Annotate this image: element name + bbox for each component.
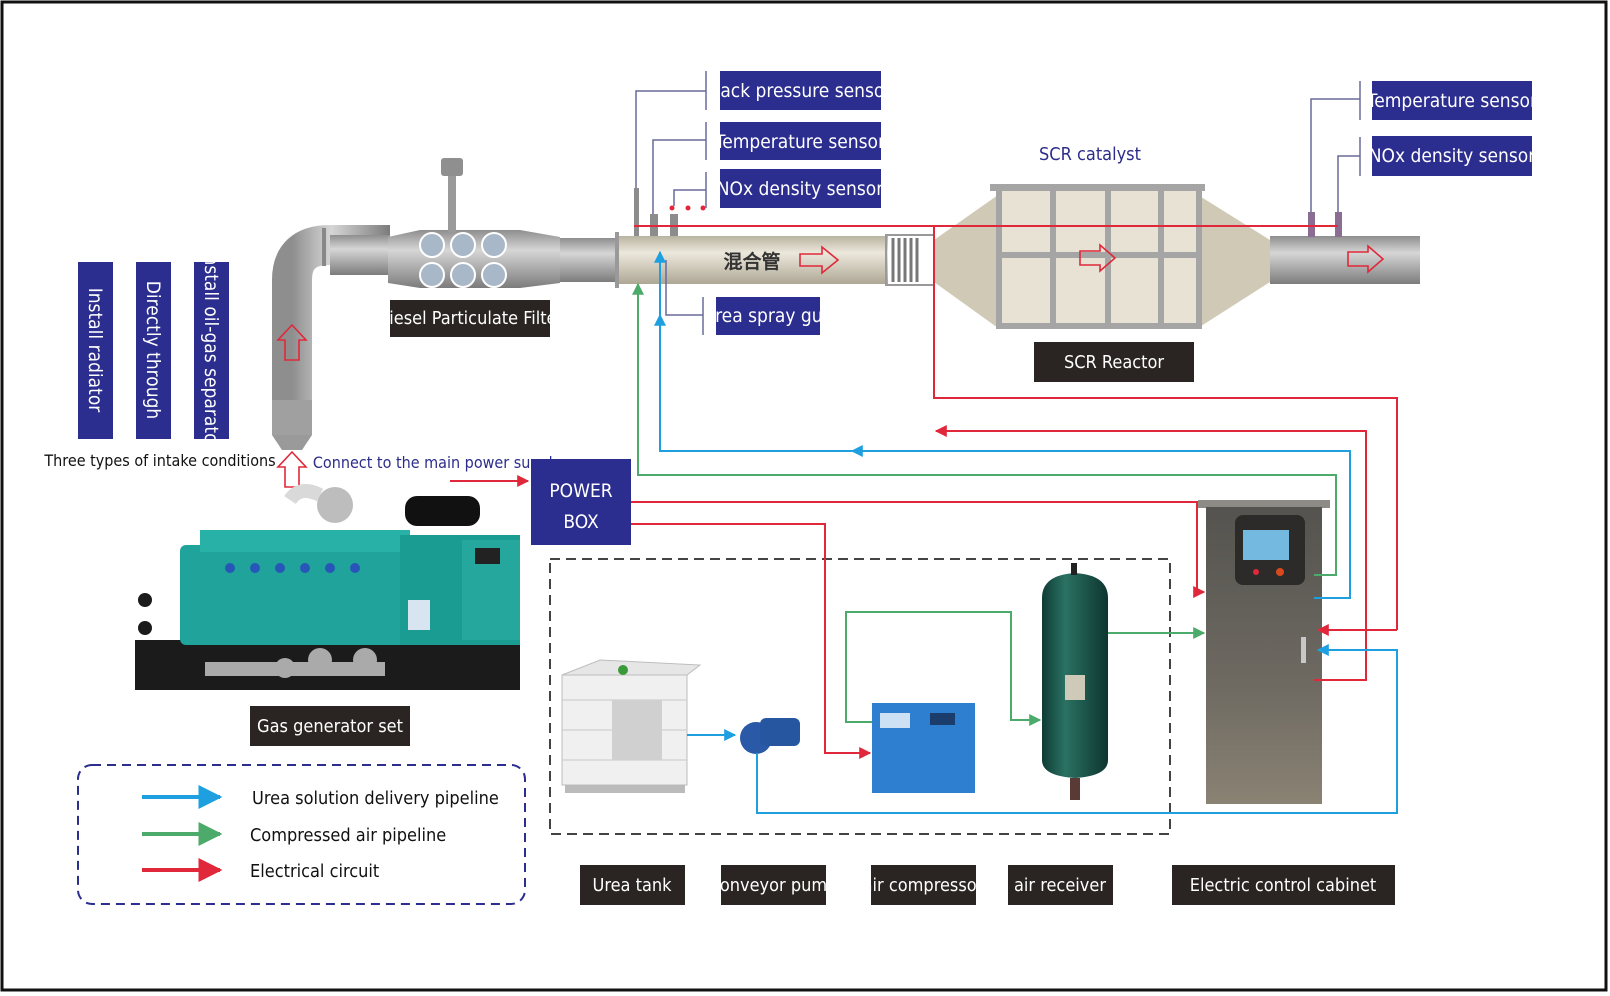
intake-option-install-radiator xyxy=(78,262,113,439)
electrical-circuit-lines xyxy=(631,225,1398,759)
label-text: Temperature sensor xyxy=(714,131,886,153)
urea-tank-image xyxy=(561,659,702,793)
power-box-line2: BOX xyxy=(563,511,599,533)
blue-line-cabinet-to-spray-gun xyxy=(654,250,1351,599)
power-box-line1: POWER xyxy=(549,480,612,502)
label-text: Urea spray gun xyxy=(703,305,834,327)
label-text: NOx density sensor xyxy=(717,178,885,200)
label-electric-control-cabinet xyxy=(1172,865,1395,905)
label-text: Urea tank xyxy=(592,875,672,896)
label-text: air compressor xyxy=(863,875,984,896)
legend-item-air: Compressed air pipeline xyxy=(142,822,446,846)
intake-up-arrow-icon xyxy=(276,323,308,361)
equipment-group-boundary xyxy=(549,558,1171,835)
intake-caption: Three types of intake conditions xyxy=(43,451,275,470)
air-compressor-image xyxy=(872,703,975,793)
red-line-powerbox-to-compressor xyxy=(631,523,872,759)
legend-label: Compressed air pipeline xyxy=(250,825,446,846)
power-box xyxy=(531,459,631,545)
control-cabinet-image xyxy=(1198,500,1330,804)
label-air-compressor xyxy=(871,865,976,905)
label-text: Electric control cabinet xyxy=(1190,875,1377,896)
label-temperature-sensor-outlet xyxy=(1372,81,1532,120)
label-conveyor-pump xyxy=(721,865,826,905)
intake-option-text: Directly through xyxy=(142,281,164,420)
outlet-sensor-probes xyxy=(1308,212,1342,237)
intake-option-oil-gas-separator xyxy=(194,262,229,439)
legend-label: Electrical circuit xyxy=(250,861,379,882)
legend-box xyxy=(77,764,526,905)
red-line-powerbox-to-cabinet xyxy=(631,501,1206,598)
blue-line-pump-to-cabinet xyxy=(756,644,1398,814)
flow-arrow-icon xyxy=(799,245,840,275)
label-text: Back pressure sensor xyxy=(709,80,893,102)
flow-arrow-icon xyxy=(1079,243,1117,273)
scr-reactor-body xyxy=(934,184,1420,329)
red-line-cabinet-to-sensors xyxy=(934,425,1367,681)
label-urea-spray-gun xyxy=(716,297,820,335)
legend-item-urea: Urea solution delivery pipeline xyxy=(142,785,499,809)
mixing-pipe: 混合管 xyxy=(615,232,935,288)
equipment-labels: Urea tank Conveyor pump air compressor a… xyxy=(580,865,1395,905)
intake-conditions: Install radiator Directly through Instal… xyxy=(43,249,275,470)
exhaust-pipe-elbow xyxy=(272,225,390,450)
label-nox-density-sensor-outlet xyxy=(1372,136,1532,176)
intake-option-text: Install oil-gas separator xyxy=(200,249,222,451)
flow-arrow-icon xyxy=(1347,244,1385,274)
intake-option-directly-through xyxy=(136,262,171,439)
label-text: Gas generator set xyxy=(257,716,403,737)
label-text: Conveyor pump xyxy=(709,875,838,896)
legend-label: Urea solution delivery pipeline xyxy=(252,788,499,809)
sensor-leader-lines xyxy=(635,71,1361,335)
label-gas-generator-set xyxy=(250,706,410,746)
intake-option-text: Install radiator xyxy=(84,288,106,414)
legend: Urea solution delivery pipeline Compress… xyxy=(77,764,526,905)
compressed-air-lines xyxy=(632,282,1337,726)
label-text: air receiver xyxy=(1014,875,1106,896)
label-temperature-sensor xyxy=(720,122,881,160)
label-text: Diesel Particulate Filter xyxy=(377,308,564,329)
air-receiver-image xyxy=(1042,563,1108,800)
mixing-pipe-label: 混合管 xyxy=(723,250,780,273)
label-text: Temperature sensor xyxy=(1366,90,1538,112)
label-scr-reactor xyxy=(1034,342,1194,382)
legend-item-electrical: Electrical circuit xyxy=(142,858,379,882)
label-air-receiver xyxy=(1008,865,1113,905)
label-text: NOx density sensor xyxy=(1369,145,1537,167)
power-supply-note: Connect to the main power supply xyxy=(313,453,562,472)
outlet-sensor-labels: Temperature sensor NOx density sensor xyxy=(1366,81,1538,176)
label-back-pressure-sensor xyxy=(720,71,881,110)
conveyor-pump-image xyxy=(740,718,800,754)
label-nox-density-sensor xyxy=(720,169,881,208)
gas-generator-image xyxy=(135,484,520,690)
green-line-cabinet-to-mixer xyxy=(632,282,1337,576)
label-urea-tank xyxy=(580,865,685,905)
label-dpf xyxy=(390,300,550,337)
urea-pipeline-lines xyxy=(654,250,1398,814)
generator-up-arrow-icon xyxy=(276,450,308,488)
red-line-scr-to-cabinet-top xyxy=(933,226,1398,630)
scr-catalyst-label: SCR catalyst xyxy=(1039,144,1141,165)
inlet-sensor-labels: Back pressure sensor Temperature sensor … xyxy=(709,71,893,208)
green-line-compressor-to-receiver xyxy=(845,611,1042,726)
dpf-unit xyxy=(330,158,620,288)
label-text: SCR Reactor xyxy=(1064,352,1164,373)
